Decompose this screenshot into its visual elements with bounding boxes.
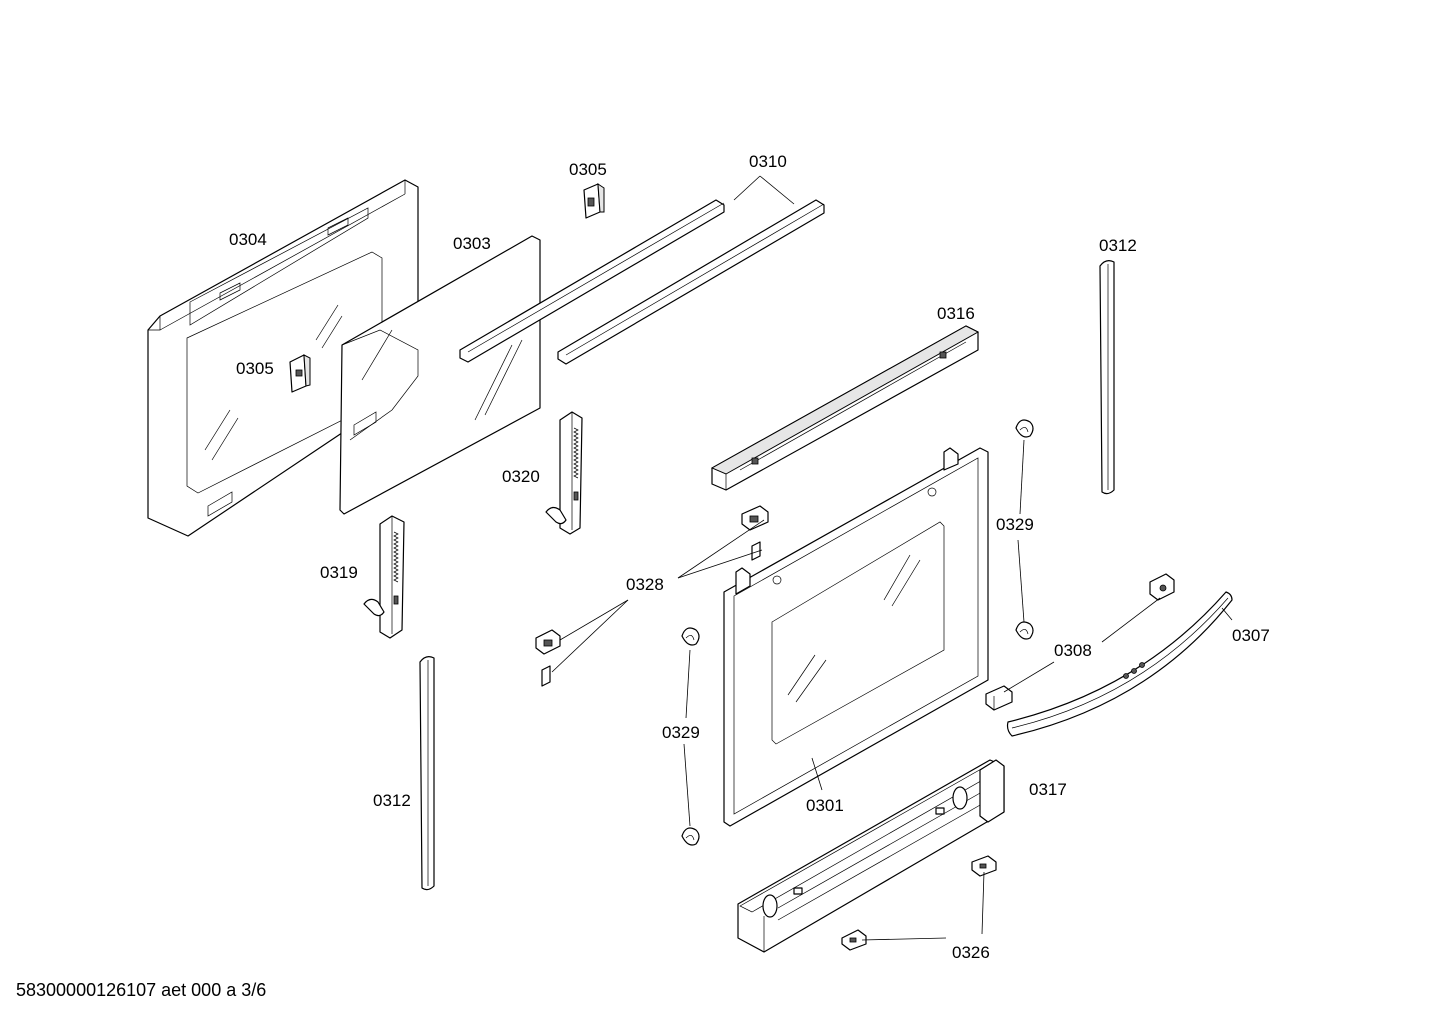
part-0301-door-frame bbox=[723, 447, 989, 827]
document-code: 58300000126107 aet 000 a 3/6 bbox=[16, 980, 267, 1000]
label-0308: 0308 bbox=[1054, 641, 1092, 660]
part-labels: 0304 0303 0305 0305 0310 0312 0312 0316 … bbox=[229, 152, 1270, 962]
part-0310-strips bbox=[459, 199, 825, 365]
label-0301: 0301 bbox=[806, 796, 844, 815]
label-0317: 0317 bbox=[1029, 780, 1067, 799]
part-0329-bumpers bbox=[681, 419, 1034, 846]
label-0329-left: 0329 bbox=[662, 723, 700, 742]
label-0319: 0319 bbox=[320, 563, 358, 582]
part-0308-clips bbox=[985, 573, 1175, 711]
label-0304: 0304 bbox=[229, 230, 267, 249]
label-0329-right: 0329 bbox=[996, 515, 1034, 534]
label-0312-left: 0312 bbox=[373, 791, 411, 810]
part-0316-top-profile bbox=[710, 325, 980, 491]
part-0326-clips bbox=[841, 855, 997, 951]
label-0305-left: 0305 bbox=[236, 359, 274, 378]
part-0304-outer-glass bbox=[147, 179, 419, 537]
part-0303-inner-glass bbox=[339, 235, 541, 515]
label-0326: 0326 bbox=[952, 943, 990, 962]
part-0320-hinge bbox=[545, 411, 583, 535]
label-0303: 0303 bbox=[453, 234, 491, 253]
part-0305-clip-left bbox=[289, 354, 311, 393]
label-0312-right: 0312 bbox=[1099, 236, 1137, 255]
label-0307: 0307 bbox=[1232, 626, 1270, 645]
label-0316: 0316 bbox=[937, 304, 975, 323]
part-0317-bottom-profile bbox=[737, 759, 1005, 953]
part-0319-hinge bbox=[363, 515, 405, 639]
label-0305-top: 0305 bbox=[569, 160, 607, 179]
leader-lines bbox=[551, 175, 1233, 941]
part-0312-strip-right bbox=[1099, 260, 1115, 495]
label-0310: 0310 bbox=[749, 152, 787, 171]
part-0305-clip-top bbox=[583, 183, 605, 219]
label-0328: 0328 bbox=[626, 575, 664, 594]
part-0307-handle bbox=[1006, 591, 1233, 737]
part-0312-strip-left bbox=[419, 656, 435, 891]
label-0320: 0320 bbox=[502, 467, 540, 486]
part-0328-clips bbox=[535, 505, 769, 687]
